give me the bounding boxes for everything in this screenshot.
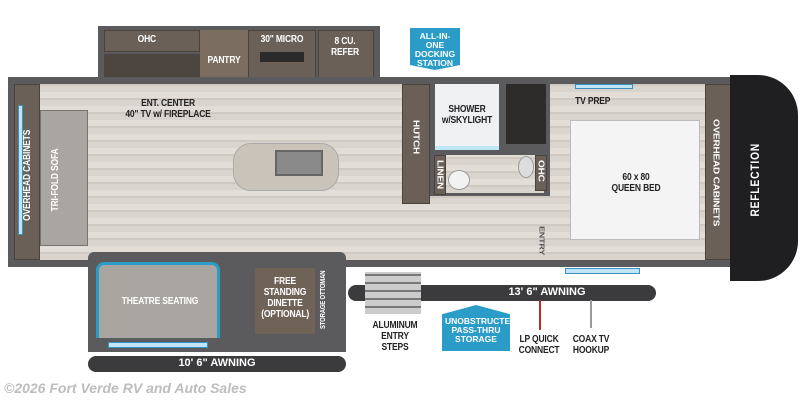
- shower: [435, 84, 499, 150]
- tri-fold-sofa: [40, 110, 88, 246]
- label-micro: 30" MICRO: [260, 34, 304, 45]
- docking-station-badge: ALL-IN-ONE DOCKING STATION: [410, 28, 460, 70]
- label-overhead-cabinets-front: OVERHEAD CABINETS: [710, 119, 721, 227]
- ohc-kitchen: [104, 30, 200, 52]
- front-side-window: [565, 268, 640, 274]
- linen: [434, 155, 446, 195]
- label-coax: COAX TV HOOKUP: [572, 334, 610, 356]
- label-tri-fold-sofa: TRI-FOLD SOFA: [50, 148, 61, 212]
- queen-bed: [570, 120, 700, 240]
- lp-line: [539, 300, 541, 330]
- dinette: [255, 268, 315, 334]
- rear-window: [18, 105, 23, 235]
- coax-line: [590, 300, 592, 328]
- ohc-bath: [535, 155, 547, 191]
- tv-prep-window: [575, 84, 633, 89]
- hutch: [402, 84, 430, 204]
- label-shower: SHOWER w/SKYLIGHT: [441, 104, 493, 126]
- label-hutch: HUTCH: [410, 120, 421, 154]
- label-docking-station: ALL-IN-ONE DOCKING STATION: [414, 31, 456, 68]
- label-dinette: FREE STANDING DINETTE (OPTIONAL): [261, 276, 310, 320]
- bath-sink: [518, 156, 534, 178]
- label-pass-thru: UNOBSTRUCTED PASS-THRU STORAGE: [445, 316, 517, 344]
- label-linen: LINEN: [434, 160, 445, 190]
- front-cap: [730, 75, 798, 281]
- brand-logo: REFLECTION: [748, 143, 762, 217]
- awning-front: 13' 6" AWNING: [348, 285, 656, 301]
- pass-thru-badge: UNOBSTRUCTED PASS-THRU STORAGE: [442, 305, 510, 351]
- entry-steps: [365, 272, 421, 314]
- label-lp-quick: LP QUICK CONNECT: [518, 334, 560, 356]
- label-pantry: PANTRY: [207, 55, 241, 66]
- slideout-window: [108, 342, 208, 348]
- theatre-seating: [96, 262, 220, 338]
- label-refer: 8 CU. REFER: [331, 36, 359, 58]
- label-tv-prep: TV PREP: [575, 96, 611, 107]
- pantry: [200, 30, 248, 86]
- sink: [275, 150, 323, 176]
- label-theatre-seating: THEATRE SEATING: [121, 296, 199, 307]
- label-ohc-bath: OHC: [535, 160, 546, 182]
- label-ent-center-2: 40" TV w/ FIREPLACE: [125, 109, 211, 120]
- microwave: [260, 52, 304, 62]
- awning-rear: 10' 6" AWNING: [88, 356, 346, 372]
- label-entry: ENTRY: [537, 226, 547, 256]
- closet: [506, 84, 546, 144]
- label-storage-ottoman: STORAGE OTTOMAN: [320, 270, 327, 330]
- label-ohc-kitchen: OHC: [137, 34, 157, 45]
- label-bed: 60 x 80 QUEEN BED: [611, 172, 661, 194]
- label-ent-center-1: ENT. CENTER: [141, 98, 195, 109]
- label-ent-center: ENT. CENTER 40" TV w/ FIREPLACE: [109, 98, 228, 120]
- label-overhead-cabinets-rear: OVERHEAD CABINETS: [22, 129, 33, 221]
- copyright: ©2026 Fort Verde RV and Auto Sales: [4, 380, 247, 396]
- label-entry-steps: ALUMINUM ENTRY STEPS: [372, 320, 418, 353]
- toilet: [448, 170, 470, 190]
